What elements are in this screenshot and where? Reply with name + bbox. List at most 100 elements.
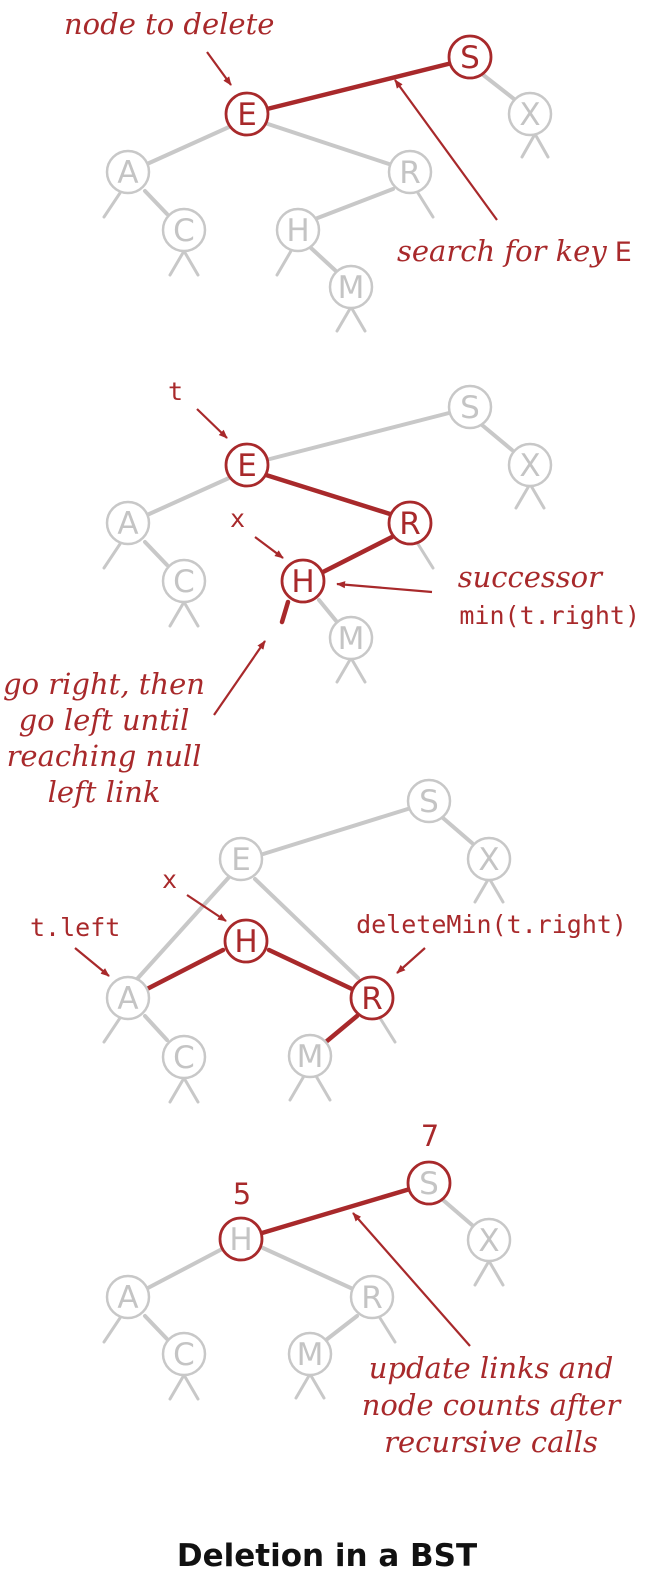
node-key: C: [173, 1040, 195, 1076]
node-R: R: [387, 149, 433, 195]
node-E: E: [218, 836, 264, 882]
node-to-delete-label: node to delete: [64, 7, 274, 41]
node-key: H: [229, 1222, 252, 1258]
node-key: C: [173, 213, 195, 249]
node-X: X: [507, 91, 553, 137]
null-links: [102, 876, 505, 1104]
node-key: H: [234, 924, 257, 960]
node-E: E: [224, 442, 270, 488]
edge-R-M: [324, 1314, 359, 1342]
update-links-label: update links and node counts after recur…: [362, 1351, 623, 1459]
node-key: S: [419, 784, 439, 820]
node-H: H: [275, 207, 321, 253]
node-A: A: [105, 1274, 151, 1320]
node-M: M: [287, 1033, 333, 1079]
edge-E-R-old: [253, 877, 360, 980]
update-links-arrow: [352, 1212, 471, 1347]
node-M: M: [328, 615, 374, 661]
null-links: [102, 132, 550, 333]
node-C: C: [161, 1034, 207, 1080]
edge-R-H: [313, 187, 395, 221]
node-X: X: [466, 1217, 512, 1263]
edge-H-M: [309, 246, 339, 274]
x-arrow: [186, 894, 227, 922]
edge-H-M: [317, 598, 339, 624]
node-key: M: [338, 621, 365, 657]
node-key: H: [286, 213, 309, 249]
x-arrow: [254, 536, 284, 559]
node-C: C: [161, 558, 207, 604]
null-left-link-H: [279, 599, 291, 625]
edge-E-R: [266, 122, 391, 166]
t-label: t: [168, 377, 183, 406]
edge-S-X: [480, 72, 516, 101]
edge-A-C: [143, 189, 169, 216]
node-key: A: [117, 155, 138, 191]
successor-arrow: [336, 581, 433, 594]
t-arrow: [196, 408, 228, 439]
node-R: R: [349, 975, 395, 1021]
edge-E-S: [264, 411, 451, 462]
node-X: X: [507, 442, 553, 488]
node-C: C: [161, 1331, 207, 1377]
go-right-label: go right, then go left until reaching nu…: [3, 667, 205, 809]
search-label-prefix: search for key: [397, 234, 607, 268]
node-R: R: [387, 500, 433, 546]
successor-label: successor: [458, 560, 604, 594]
node-key: S: [460, 40, 480, 76]
delete-min-label: deleteMin(t.right): [356, 910, 627, 939]
node-S: S: [447, 34, 493, 80]
edge-H-R: [266, 947, 355, 992]
edge-S-X: [441, 1198, 474, 1227]
edge-H-S: [259, 1186, 413, 1236]
panel-2-find-successor: S E X A R C H M t x: [3, 377, 640, 809]
node-key: M: [338, 270, 365, 306]
figure-caption: Deletion in a BST: [177, 1538, 477, 1574]
t-left-label: t.left: [30, 913, 120, 942]
node-key: R: [361, 1280, 383, 1316]
node-key: A: [117, 506, 138, 542]
null-links: [102, 482, 546, 684]
node-H: H: [223, 918, 269, 964]
node-H: H: [280, 558, 326, 604]
panel-1-search: E S X A R C H M node to d: [64, 7, 632, 333]
node-H: H: [218, 1216, 264, 1262]
node-C: C: [161, 207, 207, 253]
edge-E-R: [263, 472, 393, 517]
edge-R-H: [318, 534, 395, 576]
node-key: X: [478, 1223, 499, 1259]
edge-H-R: [261, 1246, 355, 1291]
node-key: S: [460, 390, 480, 426]
node-key: M: [297, 1337, 324, 1373]
node-key: X: [519, 448, 540, 484]
edge-E-A-old: [136, 874, 232, 980]
node-X: X: [466, 836, 512, 882]
delete-min-arrow: [396, 947, 426, 974]
node-M: M: [287, 1331, 333, 1377]
go-right-line-1: go right, then: [3, 667, 205, 701]
edge-S-X: [441, 816, 474, 845]
node-M: M: [328, 264, 374, 310]
edge-H-A: [144, 1246, 226, 1291]
update-line-2: node counts after: [362, 1388, 623, 1422]
go-right-line-3: reaching null: [7, 739, 202, 773]
panel-3-delete-min: S E X H A R C M x t.l: [30, 778, 627, 1104]
x-label: x: [230, 504, 245, 533]
t-left-arrow: [74, 947, 110, 977]
edge-A-C: [143, 540, 169, 567]
node-key: C: [173, 1337, 195, 1373]
node-key: X: [478, 842, 499, 878]
node-R: R: [349, 1274, 395, 1320]
edge-E-A: [145, 125, 231, 166]
edge-E-S: [258, 806, 413, 857]
node-key: R: [361, 981, 383, 1017]
node-key: M: [297, 1039, 324, 1075]
go-right-arrow: [213, 640, 266, 716]
node-key: R: [399, 155, 421, 191]
node-A: A: [105, 975, 151, 1021]
go-right-line-4: left link: [48, 775, 161, 809]
node-key: A: [117, 981, 138, 1017]
go-right-line-2: go left until: [19, 703, 190, 737]
node-E: E: [224, 91, 270, 137]
